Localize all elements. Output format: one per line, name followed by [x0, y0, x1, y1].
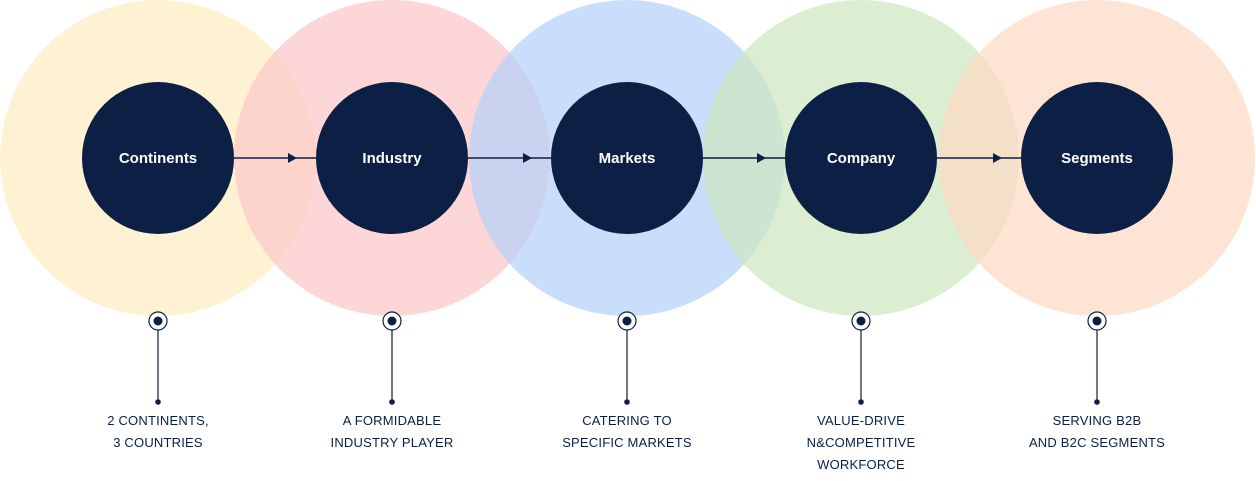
arrow-head-icon	[523, 153, 532, 163]
node-label-company: Company	[827, 150, 896, 167]
pin-dot-continents	[153, 316, 163, 326]
caption-line: WORKFORCE	[817, 457, 905, 472]
caption-line: A FORMIDABLE	[342, 413, 442, 428]
node-company	[785, 82, 937, 234]
caption-line: N&COMPETITIVE	[806, 435, 916, 450]
caption-line: AND B2C SEGMENTS	[1028, 435, 1166, 450]
node-markets	[551, 82, 703, 234]
node-label-markets: Markets	[599, 150, 656, 167]
caption-markets: CATERING TO SPECIFIC MARKETS	[527, 410, 727, 454]
caption-line: VALUE-DRIVE	[817, 413, 905, 428]
arrow-layer	[234, 153, 1021, 163]
pin-dot-markets	[622, 316, 632, 326]
pin-dot-industry	[387, 316, 397, 326]
pin-dot-segments	[1092, 316, 1102, 326]
node-continents	[82, 82, 234, 234]
pin-end-company	[858, 399, 864, 405]
arrow-head-icon	[757, 153, 766, 163]
node-layer: Continents Industry Markets Company Segments	[82, 82, 1173, 234]
caption-line: CATERING TO	[582, 413, 672, 428]
caption-line: INDUSTRY PLAYER	[330, 435, 454, 450]
pin-end-segments	[1094, 399, 1100, 405]
arrow-head-icon	[288, 153, 297, 163]
arrow-head-icon	[993, 153, 1002, 163]
node-label-segments: Segments	[1061, 150, 1133, 167]
caption-line: 2 CONTINENTS,	[107, 413, 209, 428]
caption-line: SPECIFIC MARKETS	[562, 435, 692, 450]
pin-end-continents	[155, 399, 161, 405]
pin-dot-company	[856, 316, 866, 326]
caption-segments: SERVING B2B AND B2C SEGMENTS	[997, 410, 1197, 454]
node-label-continents: Continents	[119, 150, 197, 167]
pin-layer	[148, 311, 1107, 405]
pin-end-markets	[624, 399, 630, 405]
node-label-industry: Industry	[362, 150, 422, 167]
caption-industry: A FORMIDABLE INDUSTRY PLAYER	[292, 410, 492, 454]
pin-end-industry	[389, 399, 395, 405]
caption-line: SERVING B2B	[1052, 413, 1142, 428]
caption-line: 3 COUNTRIES	[113, 435, 203, 450]
caption-company: VALUE-DRIVE N&COMPETITIVE WORKFORCE	[761, 410, 961, 476]
caption-continents: 2 CONTINENTS, 3 COUNTRIES	[58, 410, 258, 454]
node-industry	[316, 82, 468, 234]
node-segments	[1021, 82, 1173, 234]
